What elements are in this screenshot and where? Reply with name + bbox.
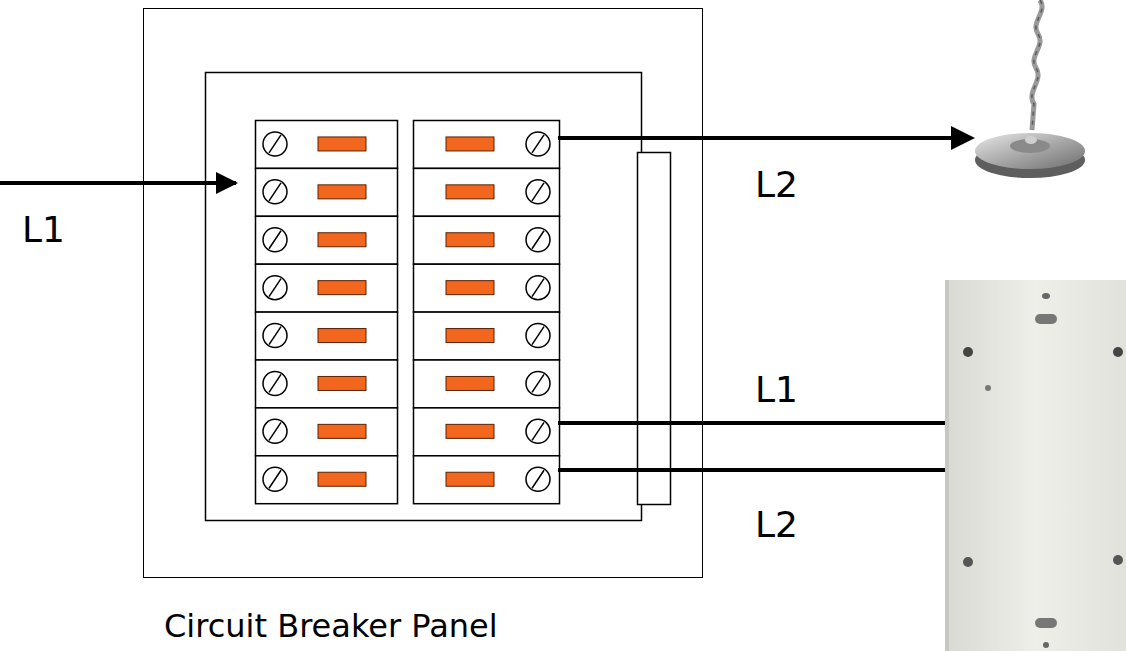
- feed-wire: [0, 181, 236, 185]
- screw-terminal: [263, 419, 287, 443]
- breaker-handle: [318, 137, 366, 151]
- breaker-slot: [256, 168, 398, 216]
- breaker-handle: [446, 233, 494, 247]
- panel-caption: Circuit Breaker Panel: [164, 607, 498, 645]
- breaker-handle: [446, 329, 494, 343]
- screw-slot: [532, 279, 544, 297]
- breaker-slot: [256, 121, 398, 169]
- wire-label: L1: [755, 372, 798, 408]
- screw-slot: [532, 327, 544, 345]
- breaker-handle: [446, 185, 494, 199]
- screw-slot: [269, 231, 281, 249]
- breaker-handle: [446, 376, 494, 390]
- breaker-slot: [256, 408, 398, 456]
- wire-label: L1: [22, 212, 65, 248]
- screw-terminal: [263, 324, 287, 348]
- breaker-handle: [446, 137, 494, 151]
- breaker-slot: [414, 312, 560, 360]
- breaker-slot: [414, 121, 560, 169]
- screw-slot: [269, 279, 281, 297]
- screw-slot: [269, 327, 281, 345]
- breaker-handle: [318, 376, 366, 390]
- screw-terminal: [263, 132, 287, 156]
- screw-slot: [269, 135, 281, 153]
- breaker-slot: [414, 456, 560, 504]
- screw-terminal: [526, 276, 550, 300]
- screw-slot: [532, 422, 544, 440]
- wire-label: L2: [755, 507, 798, 543]
- breaker-handle: [318, 424, 366, 438]
- screw-slot: [269, 183, 281, 201]
- breaker-handle: [318, 472, 366, 486]
- breaker-slot: [256, 360, 398, 408]
- screw-slot: [532, 231, 544, 249]
- breaker-handle: [318, 233, 366, 247]
- screw-terminal: [526, 132, 550, 156]
- breaker-handle: [318, 281, 366, 295]
- screw-slot: [532, 470, 544, 488]
- screw-terminal: [263, 180, 287, 204]
- breaker-handle: [446, 424, 494, 438]
- screw-terminal: [263, 467, 287, 491]
- screw-slot: [269, 374, 281, 392]
- breaker-slot: [414, 264, 560, 312]
- screw-terminal: [263, 276, 287, 300]
- screw-slot: [532, 183, 544, 201]
- breaker-slot: [256, 264, 398, 312]
- breaker-handle: [446, 472, 494, 486]
- breaker-slot: [256, 456, 398, 504]
- screw-terminal: [526, 324, 550, 348]
- screw-terminal: [526, 180, 550, 204]
- screw-slot: [532, 374, 544, 392]
- breaker-slot: [414, 216, 560, 264]
- breaker-handle: [318, 185, 366, 199]
- screw-terminal: [526, 371, 550, 395]
- screw-terminal: [526, 228, 550, 252]
- breaker-handle: [446, 281, 494, 295]
- breaker-handle: [318, 329, 366, 343]
- screw-slot: [532, 135, 544, 153]
- screw-terminal: [263, 371, 287, 395]
- screw-terminal: [526, 467, 550, 491]
- breaker-slot: [256, 312, 398, 360]
- breaker-panel: Circuit Breaker Panel: [143, 8, 703, 578]
- breaker-slot: [256, 216, 398, 264]
- screw-terminal: [526, 419, 550, 443]
- screw-slot: [269, 422, 281, 440]
- screw-terminal: [263, 228, 287, 252]
- breaker-slot: [414, 360, 560, 408]
- breaker-slot: [414, 408, 560, 456]
- breaker-slot: [414, 168, 560, 216]
- screw-slot: [269, 470, 281, 488]
- wire-label: L2: [755, 167, 798, 203]
